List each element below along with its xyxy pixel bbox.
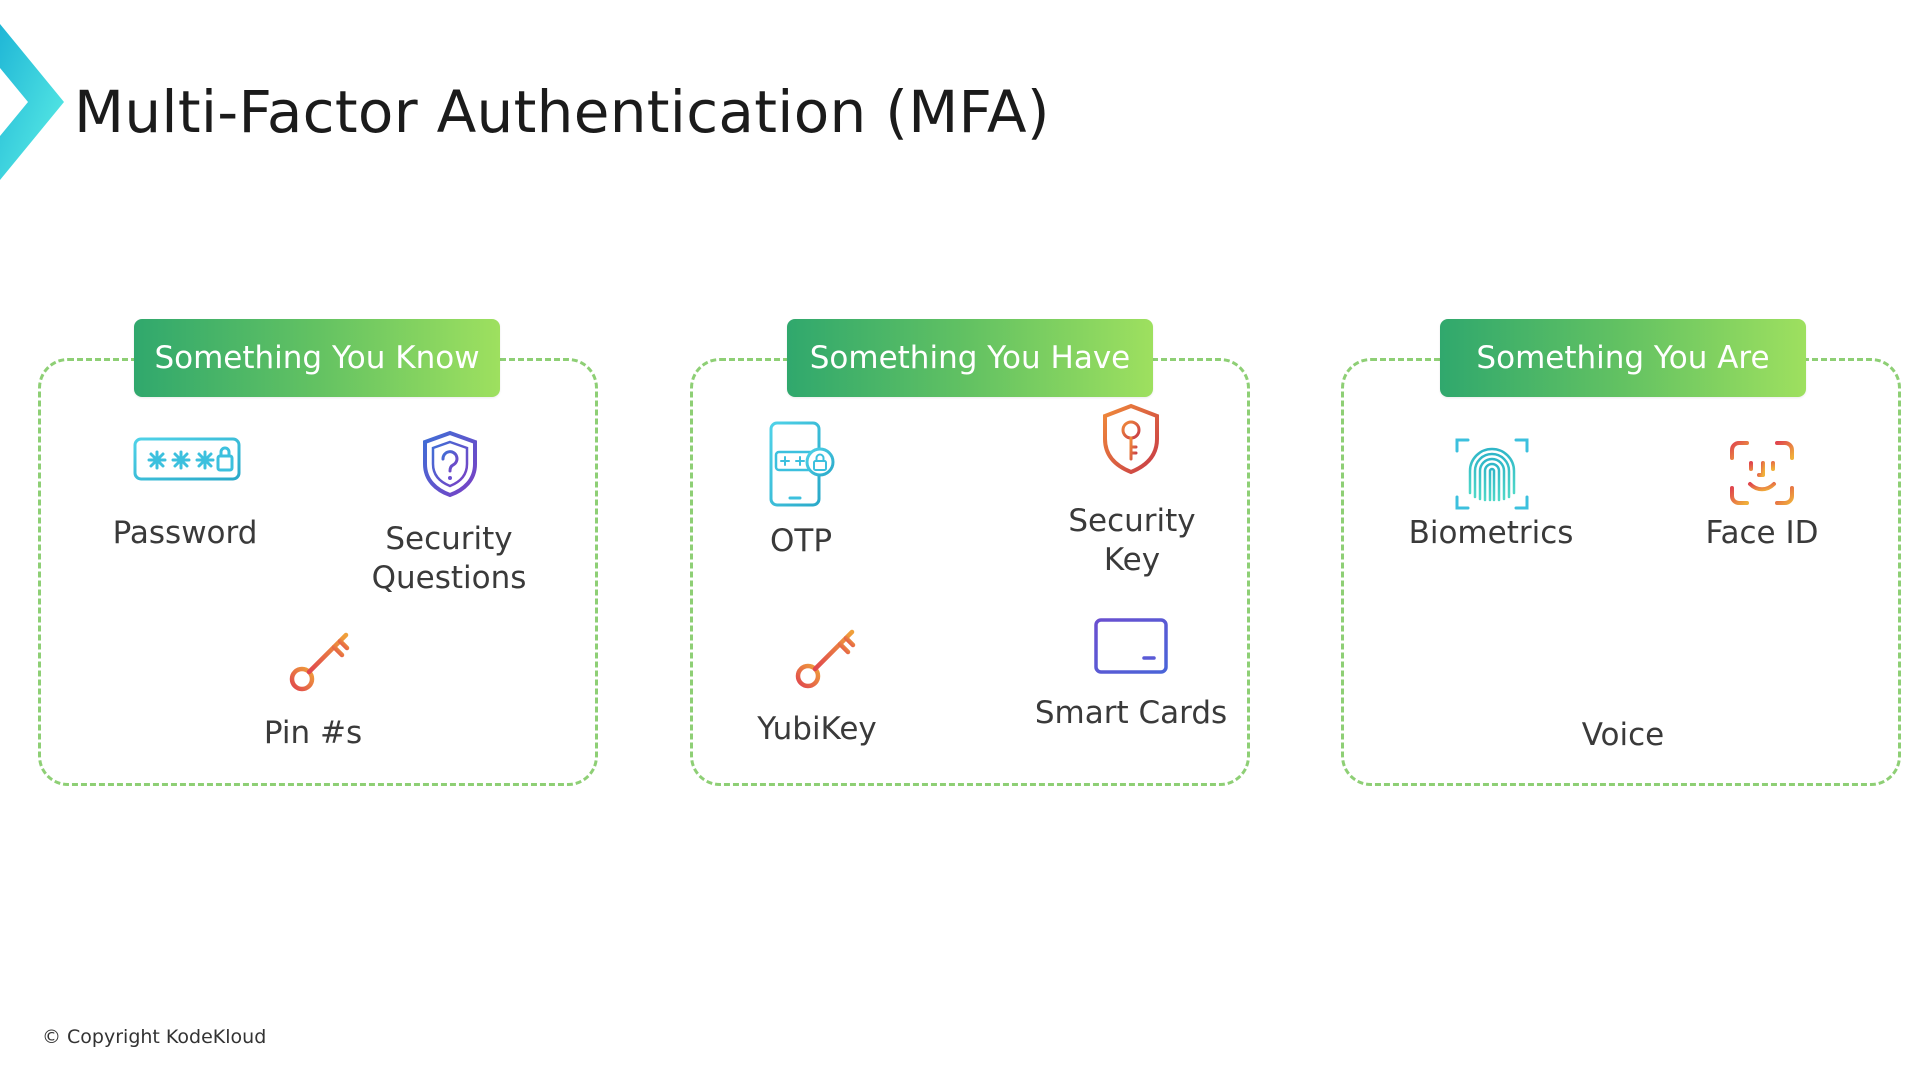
password-field-icon bbox=[133, 437, 241, 485]
factor-label-yubikey: YubiKey bbox=[757, 711, 877, 747]
factor-label-otp: OTP bbox=[769, 523, 833, 559]
category-tag-have: Something You Have bbox=[787, 319, 1153, 397]
face-id-icon bbox=[1729, 440, 1795, 506]
copyright-text: © Copyright KodeKloud bbox=[42, 1026, 267, 1048]
fingerprint-icon bbox=[1454, 437, 1530, 511]
key-icon bbox=[794, 626, 858, 690]
factor-label-face-id: Face ID bbox=[1705, 515, 1819, 551]
question-shield-icon bbox=[420, 430, 480, 498]
factor-label-voice: Voice bbox=[1581, 717, 1665, 753]
key-icon bbox=[288, 629, 352, 693]
smart-card-icon bbox=[1094, 618, 1168, 674]
key-shield-icon bbox=[1100, 403, 1162, 475]
factor-label-pin: Pin #s bbox=[263, 715, 363, 751]
category-tag-know: Something You Know bbox=[134, 319, 500, 397]
voice-waveform-icon bbox=[1572, 631, 1674, 697]
factor-label-security-key: Security Key bbox=[1068, 503, 1196, 578]
category-tag-are: Something You Are bbox=[1440, 319, 1806, 397]
page-title: Multi-Factor Authentication (MFA) bbox=[74, 78, 1050, 146]
factor-label-biometrics: Biometrics bbox=[1408, 515, 1574, 551]
factor-label-security-questions: Security Questions bbox=[371, 521, 527, 596]
factor-label-password: Password bbox=[112, 515, 258, 551]
factor-label-smart-cards: Smart Cards bbox=[1034, 695, 1228, 731]
brand-chevron-icon bbox=[0, 24, 64, 180]
phone-otp-icon bbox=[768, 420, 836, 508]
